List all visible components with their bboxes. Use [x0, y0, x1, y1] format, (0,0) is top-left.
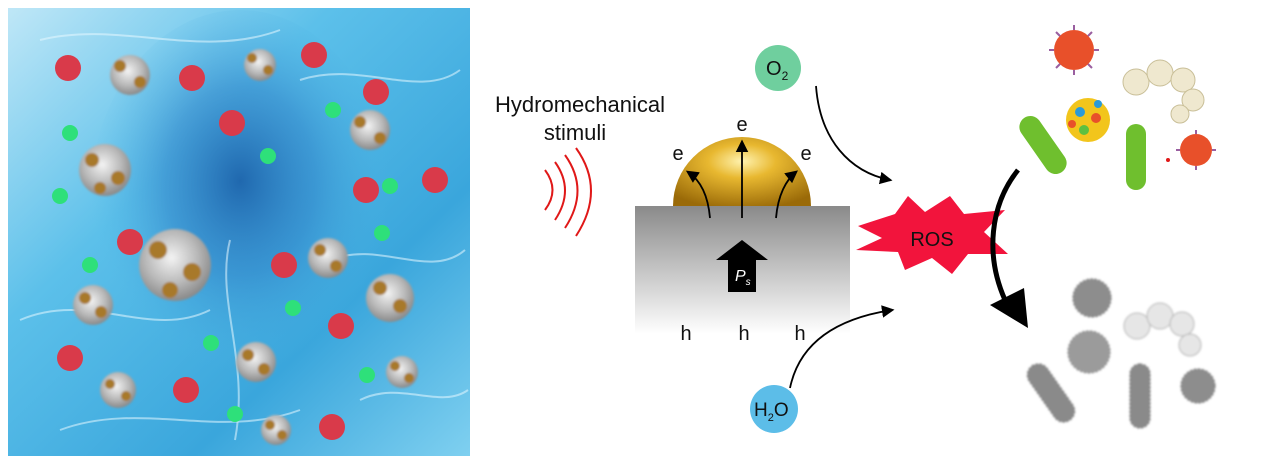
red-dot: [117, 229, 143, 255]
nanoparticle: [236, 342, 276, 382]
red-dot: [219, 110, 245, 136]
green-dot: [260, 148, 276, 164]
green-dot: [62, 125, 78, 141]
virus-icon: [1049, 25, 1099, 75]
nanoparticle: [366, 274, 414, 322]
coccus-chain-icon: [1122, 59, 1205, 124]
nanoparticle: [139, 229, 211, 301]
electron-label-left: e: [672, 143, 683, 165]
live-microbes: [1019, 25, 1216, 190]
oxygen-bubble: O2: [755, 45, 801, 91]
oxygen-arrow: [815, 85, 893, 185]
polarization-arrow: [716, 240, 768, 292]
red-dot: [328, 313, 354, 339]
green-dot: [359, 367, 375, 383]
red-dot: [363, 79, 389, 105]
stimuli-line2: stimuli: [544, 120, 606, 145]
green-dot: [227, 406, 243, 422]
red-dot: [271, 252, 297, 278]
dead-bacillus-icon: [1129, 363, 1151, 429]
green-dot: [82, 257, 98, 273]
green-dot: [52, 188, 68, 204]
green-dot: [325, 102, 341, 118]
water-ripples: [19, 29, 469, 441]
red-dot: [301, 42, 327, 68]
hole-label-center: h: [738, 323, 749, 345]
hole-label-right: h: [794, 323, 805, 345]
green-dots: [52, 102, 398, 422]
nanoparticle: [308, 238, 348, 278]
wave-icon: [544, 147, 592, 237]
nanoparticle: [73, 285, 113, 325]
red-dot: [173, 377, 199, 403]
electron-label-right: e: [800, 143, 811, 165]
water-label: H2O: [754, 400, 789, 424]
red-dot: [319, 414, 345, 440]
electron-arrow-right: [775, 170, 798, 219]
red-dot: [179, 65, 205, 91]
stimuli-line1: Hydromechanical: [495, 92, 665, 117]
dead-coronavirus-icon: [1067, 330, 1111, 374]
green-dot: [382, 178, 398, 194]
red-speck: [1166, 158, 1170, 162]
nanoparticle: [244, 49, 276, 81]
dead-microbes: [1026, 278, 1216, 429]
bacillus-icon: [1126, 124, 1146, 190]
green-dot: [203, 335, 219, 351]
nanoparticles: [73, 49, 418, 445]
bacillus-icon: [1019, 115, 1067, 175]
nanoparticle: [386, 356, 418, 388]
electron-label-center: e: [736, 114, 747, 136]
water-arrow: [789, 305, 895, 389]
water-bubble: H2O: [750, 385, 798, 433]
dead-bacillus-icon: [1026, 363, 1076, 423]
green-dot: [374, 225, 390, 241]
red-dot: [57, 345, 83, 371]
electron-arrow-left: [685, 170, 711, 219]
nanoparticle: [79, 144, 131, 196]
dead-virus-icon: [1180, 368, 1216, 404]
dead-virus-icon: [1072, 278, 1112, 318]
red-dot: [422, 167, 448, 193]
virus-icon: [1176, 130, 1216, 170]
hole-label-left: h: [680, 323, 691, 345]
nanoparticle: [110, 55, 150, 95]
oxygen-label: O2: [766, 58, 789, 83]
polarization-label: Ps: [735, 268, 751, 288]
ros-burst: ROS: [856, 196, 1008, 274]
electron-arrows: [685, 139, 798, 219]
kill-arrow: [990, 168, 1028, 328]
water-panel: [8, 8, 470, 456]
ros-label: ROS: [910, 229, 953, 251]
nanoparticle: [350, 110, 390, 150]
green-dot: [285, 300, 301, 316]
nanoparticle: [100, 372, 136, 408]
red-dots: [55, 42, 448, 440]
piezo-block: e e e Ps h h h: [635, 114, 850, 345]
red-dot: [353, 177, 379, 203]
red-dot: [55, 55, 81, 81]
stimuli-label: Hydromechanical stimuli: [495, 92, 665, 145]
coronavirus-icon: [1066, 98, 1110, 142]
dead-coccus-chain-icon: [1123, 302, 1202, 357]
nanoparticle: [261, 415, 291, 445]
